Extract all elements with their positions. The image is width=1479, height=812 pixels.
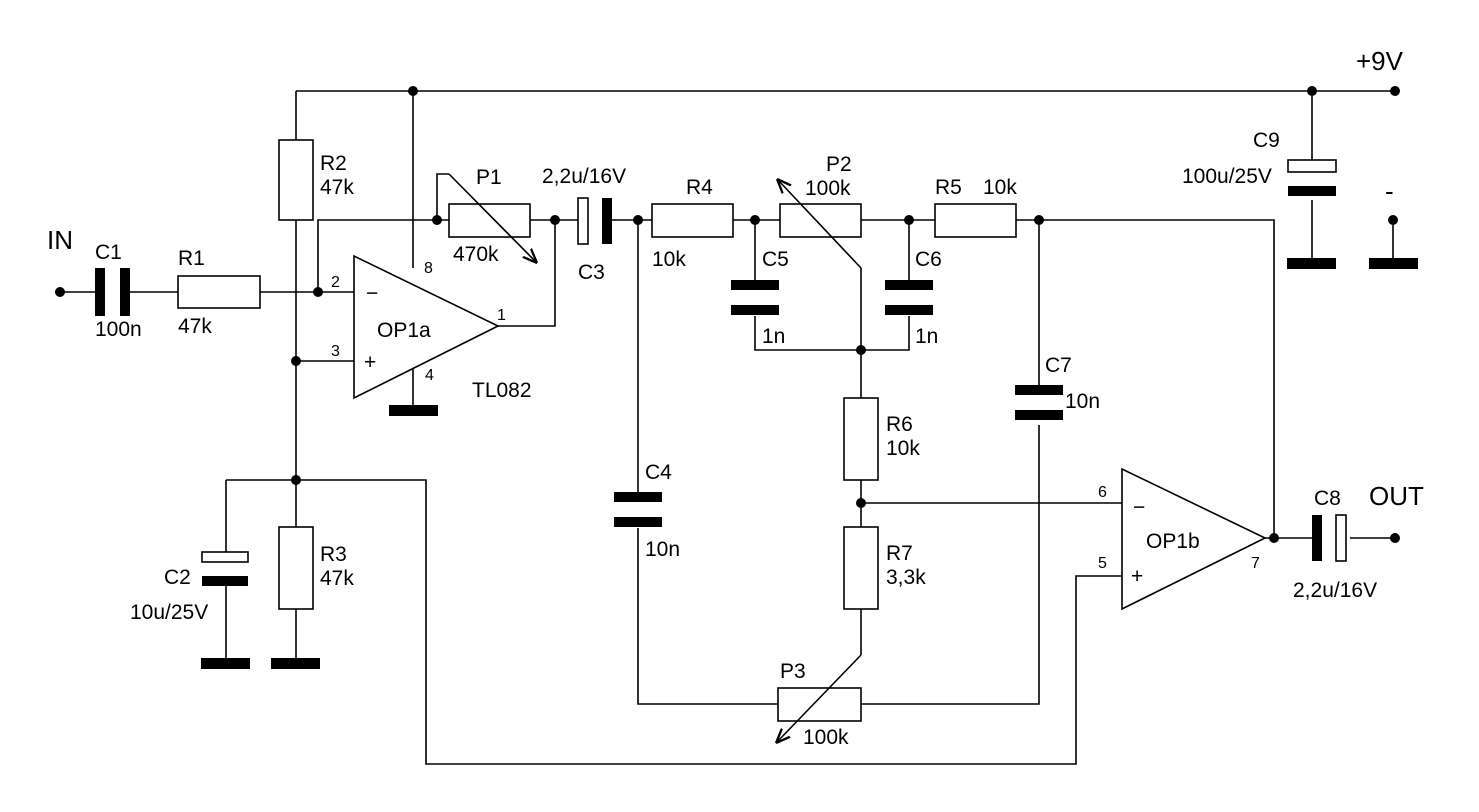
c4-name: C4 (645, 461, 672, 484)
ground-symbols (201, 258, 1418, 669)
c8-value: 2,2u/16V (1293, 579, 1377, 602)
terminal-out-label: OUT (1369, 481, 1424, 511)
opamp-op1a-label: OP1a (377, 319, 431, 342)
terminal-in-label: IN (47, 225, 73, 255)
c6-value: 1n (915, 325, 938, 348)
op1a-pin-4: 4 (425, 367, 434, 384)
capacitor-c2: C2 10u/25V (130, 551, 249, 624)
opamp-op1a-plus-sign: + (364, 351, 376, 374)
resistor-r2: R2 47k (278, 139, 354, 221)
capacitor-c5: C5 1n (731, 248, 789, 348)
terminal-supply-label: +9V (1356, 46, 1404, 76)
c8-name: C8 (1314, 487, 1341, 510)
c2-value: 10u/25V (130, 601, 208, 624)
opamp-part-number: TL082 (472, 379, 532, 402)
p3-value: 100k (803, 726, 849, 749)
op1a-pin-2: 2 (331, 274, 340, 291)
opamp-op1a-minus-sign: − (366, 282, 378, 305)
r3-value: 47k (320, 567, 354, 590)
resistor-r4: R4 10k (651, 176, 734, 271)
r2-value: 47k (320, 176, 354, 199)
capacitor-c3: 2,2u/16V C3 (542, 165, 626, 284)
potentiometer-p3: P3 100k (777, 654, 862, 749)
p3-name: P3 (780, 660, 806, 683)
op1a-pin-8: 8 (424, 260, 433, 277)
p1-value: 470k (453, 243, 499, 266)
capacitor-c7: C7 10n (1015, 354, 1100, 420)
ground-r3 (271, 658, 320, 669)
op1b-pin-7: 7 (1251, 555, 1260, 572)
p2-name: P2 (826, 153, 852, 176)
resistor-r1: R1 47k (177, 247, 261, 338)
op1a-pin-1: 1 (497, 307, 506, 324)
c9-name: C9 (1253, 129, 1280, 152)
r7-value: 3,3k (886, 566, 926, 589)
c4-value: 10n (645, 538, 680, 561)
op1b-pin-5: 5 (1098, 555, 1107, 572)
opamp-op1b: OP1b − + 6 5 7 (1098, 467, 1267, 611)
capacitor-c8: C8 2,2u/16V (1293, 487, 1377, 602)
r4-value: 10k (652, 248, 686, 271)
resistor-r3: R3 47k (278, 526, 354, 610)
r5-value: 10k (983, 176, 1017, 199)
opamp-op1a: OP1a − + 2 3 1 8 4 TL082 (331, 254, 532, 402)
p2-value: 100k (805, 177, 851, 200)
terminal-out: OUT (1369, 481, 1424, 543)
r4-name: R4 (686, 176, 713, 199)
ground-minus-terminal (1369, 258, 1418, 269)
c2-name: C2 (164, 566, 191, 589)
c3-value: 2,2u/16V (542, 165, 626, 188)
capacitor-c1: C1 100n (95, 241, 142, 341)
resistor-r7: R7 3,3k (843, 526, 926, 610)
resistor-r5: R5 10k (934, 176, 1017, 238)
c1-value: 100n (95, 318, 142, 341)
junction-dots (291, 86, 1317, 543)
c9-value: 100u/25V (1182, 165, 1272, 188)
r1-name: R1 (178, 247, 205, 270)
capacitor-c9: C9 100u/25V (1182, 129, 1337, 196)
opamp-op1b-plus-sign: + (1131, 565, 1143, 588)
op1a-pin-3: 3 (331, 343, 340, 360)
c5-name: C5 (762, 248, 789, 271)
r3-name: R3 (320, 543, 347, 566)
capacitor-c6: C6 1n (885, 248, 942, 348)
r6-value: 10k (886, 437, 920, 460)
resistor-r6: R6 10k (843, 397, 920, 481)
ground-op1a (389, 405, 438, 416)
ground-c2 (201, 658, 250, 669)
ground-c9 (1287, 258, 1336, 269)
wires (60, 90, 1395, 765)
p1-name: P1 (476, 166, 502, 189)
capacitor-c4: C4 10n (614, 461, 680, 561)
terminal-minus-label: - (1385, 176, 1394, 206)
r2-name: R2 (320, 152, 347, 175)
c1-name: C1 (95, 241, 122, 264)
c5-value: 1n (762, 325, 785, 348)
c7-name: C7 (1045, 354, 1072, 377)
r6-name: R6 (886, 413, 913, 436)
terminal-minus: - (1385, 176, 1398, 225)
potentiometer-p2: P2 100k (778, 153, 862, 269)
opamp-op1b-minus-sign: − (1133, 496, 1145, 519)
terminal-supply: +9V (1356, 46, 1404, 96)
c3-name: C3 (578, 261, 605, 284)
r7-name: R7 (886, 542, 913, 565)
op1b-pin-6: 6 (1098, 484, 1107, 501)
c7-value: 10n (1065, 390, 1100, 413)
c6-name: C6 (915, 248, 942, 271)
r1-value: 47k (178, 315, 212, 338)
potentiometer-p1: P1 470k (448, 166, 536, 266)
opamp-op1b-label: OP1b (1146, 530, 1200, 553)
r5-name: R5 (935, 176, 962, 199)
terminal-in: IN (47, 225, 73, 297)
